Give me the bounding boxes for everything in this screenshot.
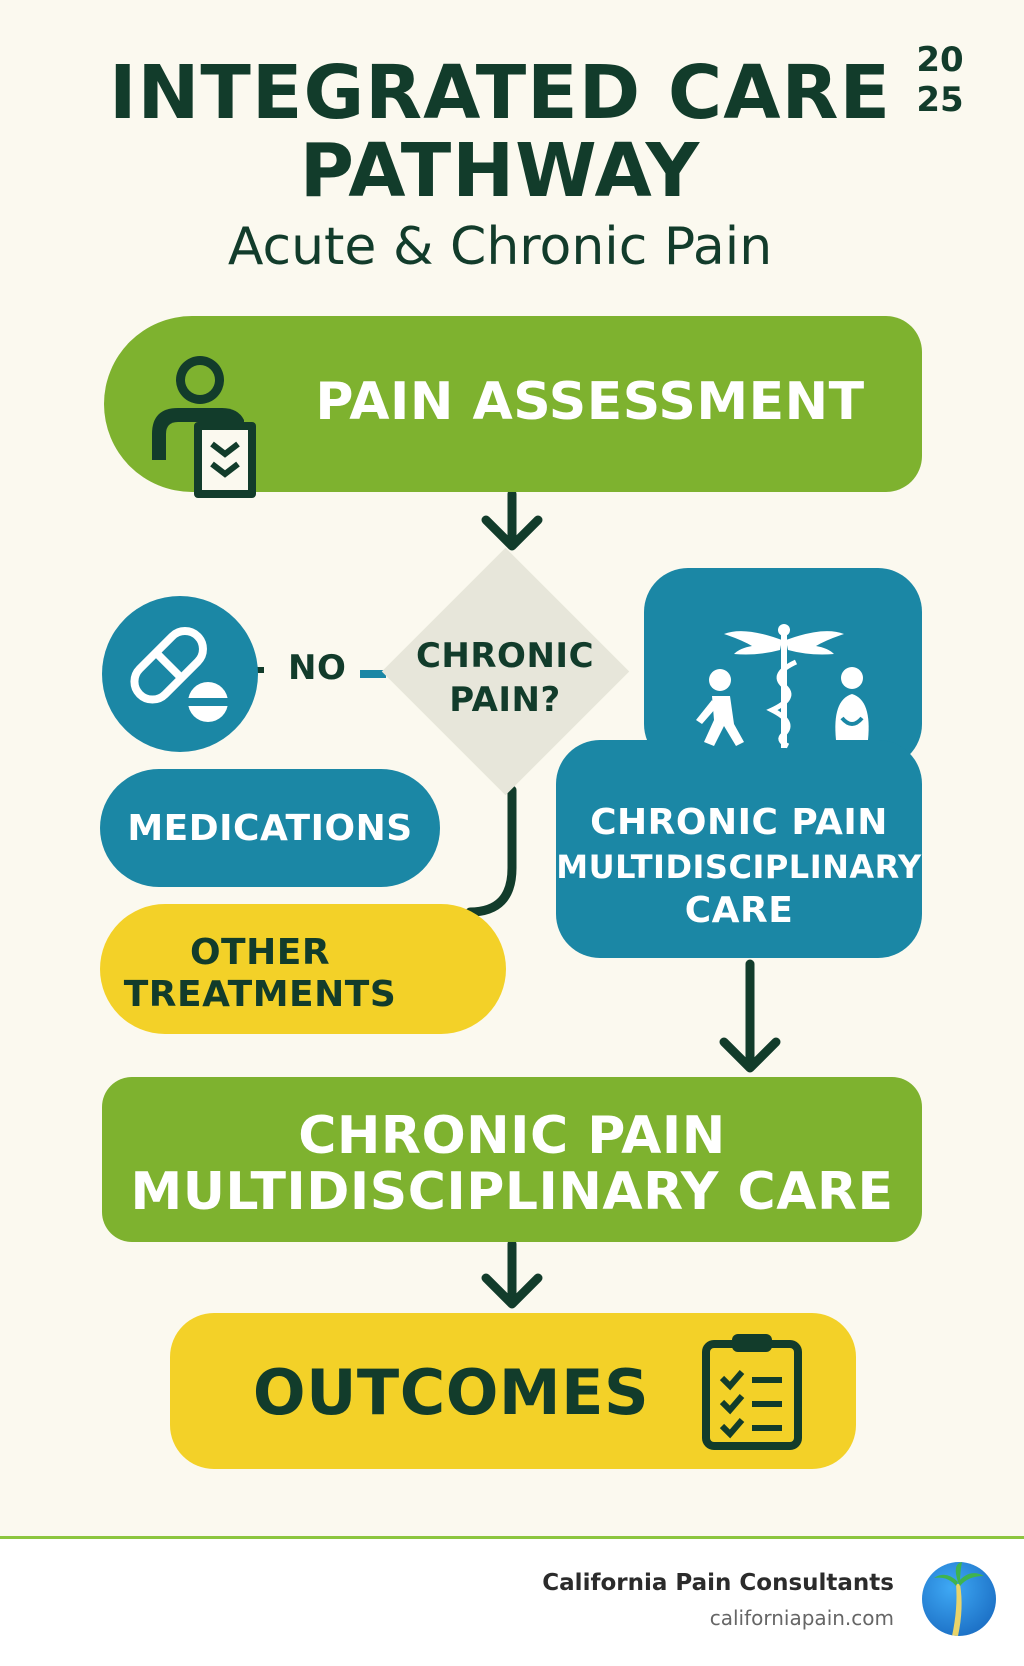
decision-label: CHRONIC PAIN? — [405, 634, 605, 722]
multidisciplinary-line2: MULTIDISCIPLINARY — [556, 848, 922, 886]
company-name: California Pain Consultants — [542, 1570, 894, 1596]
multidisciplinary-line1: CHRONIC PAIN — [590, 802, 888, 843]
other-treatments-box — [100, 904, 506, 1034]
medications-label: MEDICATIONS — [127, 808, 413, 849]
multidisciplinary-box — [556, 740, 922, 958]
medication-pill-icon — [102, 596, 258, 752]
other-line2: TREATMENTS — [123, 974, 397, 1015]
care-label-line2: MULTIDISCIPLINARY CARE — [130, 1162, 894, 1222]
year-badge: 20 25 — [900, 40, 980, 120]
no-branch-label: NO — [288, 648, 347, 688]
caduceus-people-icon — [684, 620, 884, 780]
care-label-line1: CHRONIC PAIN — [298, 1106, 726, 1166]
pain-assessment-label: PAIN ASSESSMENT — [315, 372, 865, 432]
page-title-line1: INTEGRATED CARE — [108, 50, 892, 136]
other-treatments-label: OTHER TREATMENTS — [120, 932, 400, 1016]
page-subtitle: Acute & Chronic Pain — [227, 217, 773, 277]
footer — [0, 1539, 1024, 1666]
other-line1: OTHER — [189, 932, 331, 973]
patient-checklist-icon — [148, 350, 268, 500]
decision-line1: CHRONIC — [415, 636, 595, 676]
page-title-line2: PATHWAY — [299, 128, 701, 214]
clipboard-checklist-icon — [702, 1330, 806, 1450]
footer-divider — [0, 1536, 1024, 1539]
outcomes-label: OUTCOMES — [252, 1356, 650, 1429]
year-line2: 25 — [916, 80, 964, 120]
multidisciplinary-care-box — [102, 1077, 922, 1242]
medications-box — [100, 769, 440, 887]
year-line1: 20 — [916, 40, 964, 80]
company-website: californiapain.com — [709, 1606, 894, 1630]
palm-tree-logo-icon — [922, 1562, 996, 1636]
multidisciplinary-line3: CARE — [684, 890, 794, 931]
decision-line2: PAIN? — [449, 680, 561, 720]
